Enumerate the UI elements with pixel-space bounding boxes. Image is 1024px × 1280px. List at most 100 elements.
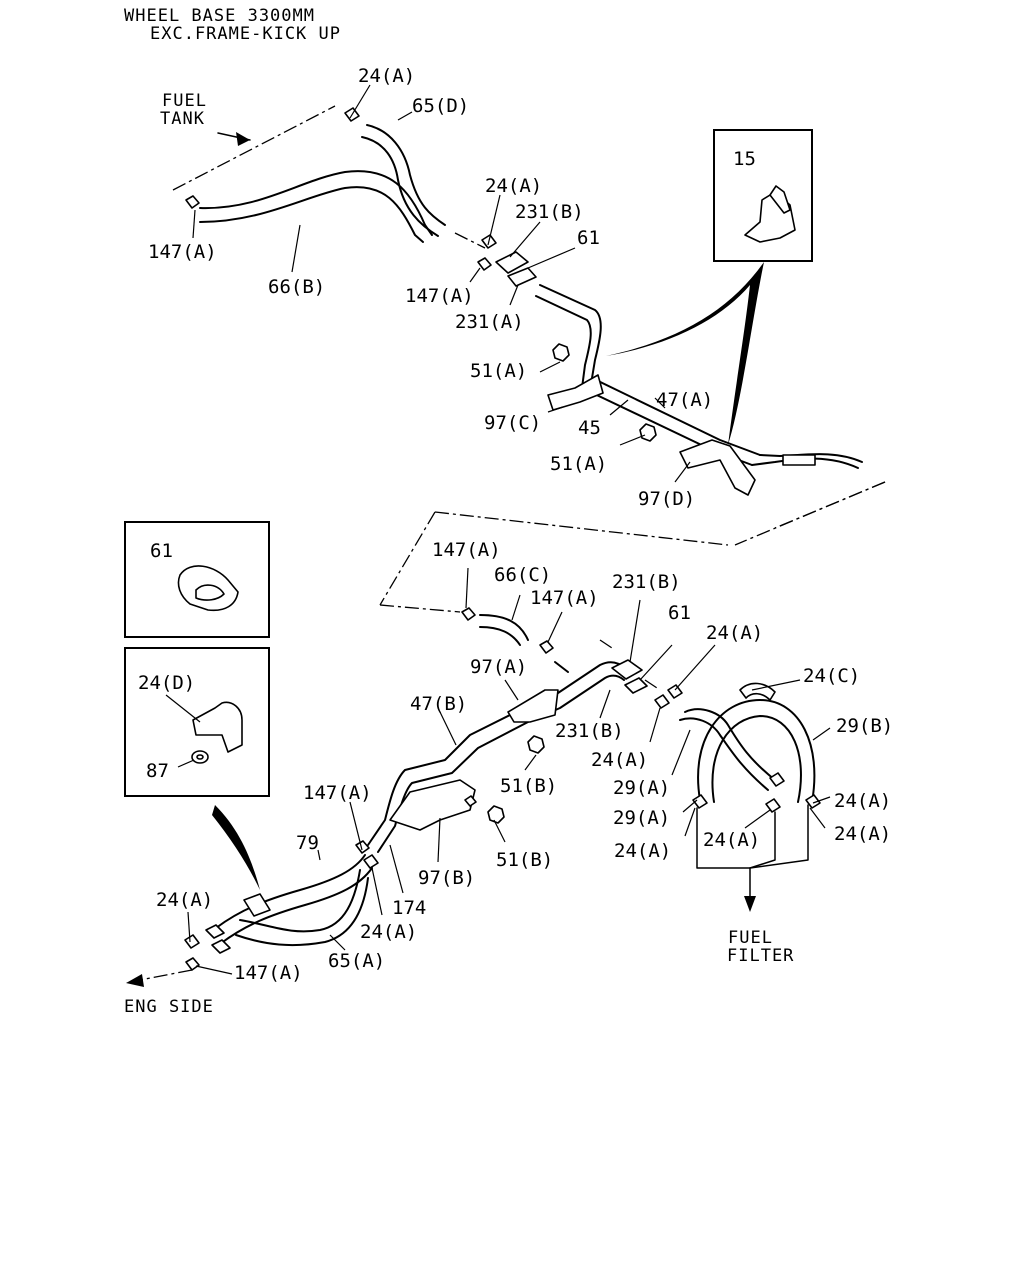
bracket-97a: [507, 689, 559, 723]
clamp-24a: [184, 934, 200, 949]
clip-147a: [461, 607, 476, 621]
clamp-24a: [769, 772, 785, 787]
callout-87: 87: [146, 760, 169, 782]
hose-65a: [239, 869, 361, 933]
hose-79: [215, 854, 366, 929]
callout-47b: 47(B): [410, 693, 467, 715]
callout-231b: 231(B): [515, 201, 584, 223]
reference-line: [379, 511, 436, 606]
reference-line: [434, 511, 729, 546]
detail-box-24d: [124, 647, 270, 797]
hose-66b: [199, 170, 433, 236]
eng-side-label: ENG SIDE: [124, 997, 214, 1017]
fuel-filter-arrow: [744, 896, 756, 912]
callout-61: 61: [150, 540, 173, 562]
callout-24a: 24(A): [614, 840, 671, 862]
clip-147a: [185, 957, 200, 971]
clamp-24a: [654, 694, 670, 709]
callout-24a: 24(A): [706, 622, 763, 644]
fuel-tank-label: TANK: [160, 109, 205, 129]
callout-51a: 51(A): [470, 360, 527, 382]
clamp-24a: [692, 794, 708, 809]
clamp-24a: [363, 854, 379, 869]
callout-29b: 29(B): [836, 715, 893, 737]
joint-231a: [507, 267, 537, 287]
callout-65d: 65(D): [412, 95, 469, 117]
nut-51a: [639, 423, 657, 442]
callout-97b: 97(B): [418, 867, 475, 889]
pipe-47a: [539, 284, 761, 456]
callout-66b: 66(B): [268, 276, 325, 298]
callout-45: 45: [578, 417, 601, 439]
callout-24a: 24(A): [834, 790, 891, 812]
callout-174: 174: [392, 897, 426, 919]
hose-29b: [697, 699, 816, 803]
callout-24a: 24(A): [358, 65, 415, 87]
hose-end: [782, 454, 816, 466]
callout-147a: 147(A): [303, 782, 372, 804]
clamp-24a: [805, 794, 821, 809]
joint-231b: [611, 659, 643, 680]
callout-231b: 231(B): [555, 720, 624, 742]
callout-24c: 24(C): [803, 665, 860, 687]
nut-51a: [552, 343, 570, 362]
callout-24a: 24(A): [834, 823, 891, 845]
clamp-24a: [243, 893, 271, 917]
callout-65a: 65(A): [328, 950, 385, 972]
callout-66c: 66(C): [494, 564, 551, 586]
callout-147a: 147(A): [530, 587, 599, 609]
callout-24d: 24(D): [138, 672, 195, 694]
hose-66c: [479, 614, 529, 641]
clip-147a: [185, 195, 200, 209]
callout-147a: 147(A): [148, 241, 217, 263]
callout-29a: 29(A): [613, 807, 670, 829]
clamp-24a: [667, 684, 683, 699]
callout-231b: 231(B): [612, 571, 681, 593]
bracket-97c: [547, 374, 604, 411]
fuel-filter-label: FILTER: [727, 946, 794, 966]
reference-line: [454, 232, 486, 249]
detail-pointer: [606, 262, 764, 445]
bracket-97b: [389, 779, 476, 831]
callout-29a: 29(A): [613, 777, 670, 799]
detail-box-15: [713, 129, 813, 262]
clip-147a: [477, 257, 492, 271]
header-line-2: EXC.FRAME-KICK UP: [150, 24, 341, 44]
callout-61: 61: [668, 602, 691, 624]
callout-79: 79: [296, 832, 319, 854]
eng-side-arrow: [126, 969, 193, 987]
callout-labels: 24(A) 65(D) FUEL TANK 147(A) 66(B) 24(A)…: [124, 65, 893, 1017]
clip-147a: [539, 640, 554, 654]
clamp-24a: [765, 798, 781, 813]
header-line-1: WHEEL BASE 3300MM: [124, 6, 315, 26]
callout-24a: 24(A): [703, 829, 760, 851]
upper-assembly: [172, 84, 886, 613]
callout-24a: 24(A): [156, 889, 213, 911]
clip-147a: [355, 840, 370, 854]
callout-15: 15: [733, 148, 756, 170]
callout-24a: 24(A): [360, 921, 417, 943]
callout-47a: 47(A): [656, 389, 713, 411]
callout-231a: 231(A): [455, 311, 524, 333]
reference-line: [172, 105, 336, 191]
bracket-97d: [679, 439, 756, 496]
detail-pointer: [212, 805, 260, 890]
nut-51b: [527, 735, 545, 754]
callout-147a: 147(A): [432, 539, 501, 561]
callout-61: 61: [577, 227, 600, 249]
joint-231b: [495, 251, 529, 274]
callout-147a: 147(A): [405, 285, 474, 307]
callout-24a: 24(A): [591, 749, 648, 771]
fuel-tank-label: FUEL: [162, 91, 207, 111]
callout-97d: 97(D): [638, 488, 695, 510]
reference-line: [379, 604, 461, 613]
nut-51b: [487, 805, 505, 824]
pipe-47b: [367, 661, 626, 846]
callout-97c: 97(C): [484, 412, 541, 434]
callout-24a: 24(A): [485, 175, 542, 197]
callout-97a: 97(A): [470, 656, 527, 678]
callout-51b: 51(B): [496, 849, 553, 871]
hose-29a: [684, 708, 776, 781]
hose-65d: [366, 124, 446, 226]
